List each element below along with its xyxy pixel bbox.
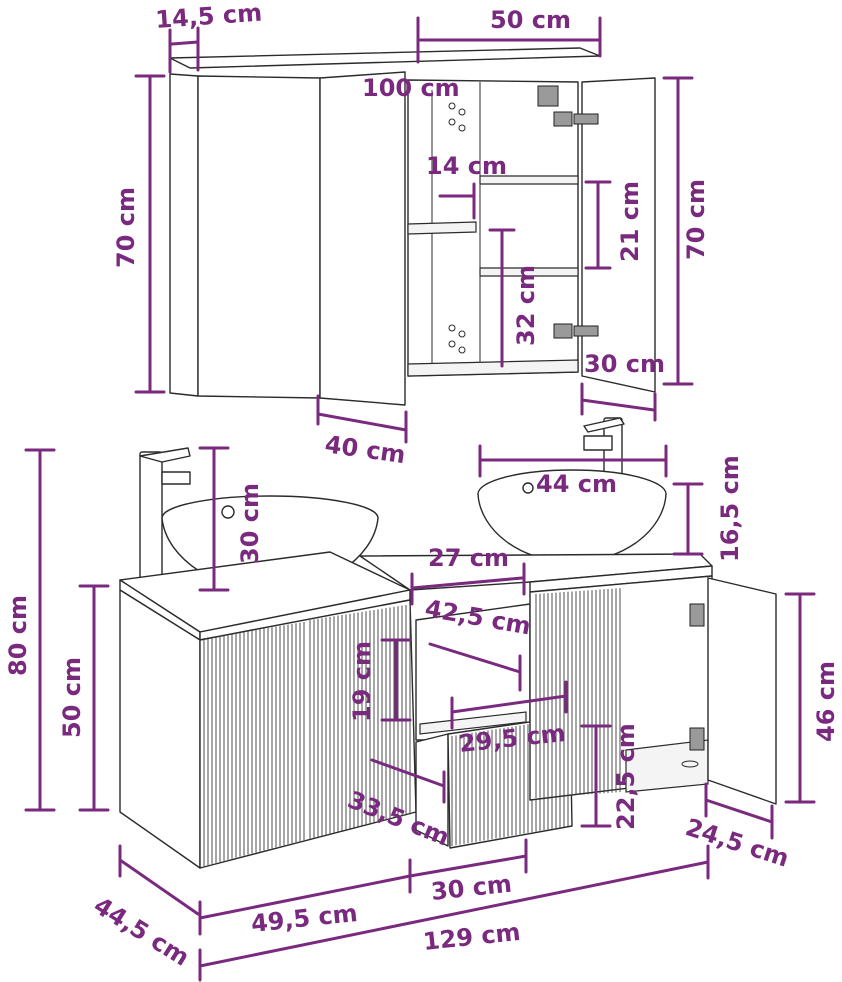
- vanity-door-open-right: [707, 577, 777, 805]
- label-left-door-depth: 40 cm: [323, 430, 407, 469]
- hinge-icon: [689, 603, 705, 751]
- mirror-door-open-left: [319, 71, 406, 406]
- label-mirror-depth: 14,5 cm: [154, 0, 263, 34]
- label-mirror-door-width: 50 cm: [490, 6, 571, 34]
- label-left-basin-height: 30 cm: [236, 483, 264, 564]
- cabinet-bottom: [407, 359, 579, 377]
- mirror-door-open-right: [581, 77, 656, 393]
- label-lower-compartment: 32 cm: [512, 265, 540, 346]
- fluted-door-right: [535, 588, 621, 798]
- label-cabinet-height: 50 cm: [58, 657, 86, 738]
- shelf-pin-holes: [448, 102, 466, 354]
- label-mirror-height-right: 70 cm: [682, 179, 710, 260]
- faucet-right: [583, 417, 625, 479]
- basin-right: [477, 469, 667, 563]
- hinge-icon: [537, 85, 599, 339]
- shelf-middle: [479, 267, 579, 277]
- dimension-lines: [24, 16, 816, 982]
- shelf-upper: [479, 175, 579, 185]
- label-mirror-height-left: 70 cm: [112, 187, 140, 268]
- label-right-basin-height: 16,5 cm: [716, 455, 744, 562]
- vanity-left-side: [119, 589, 201, 869]
- dimension-labels: 14,5 cm 50 cm 100 cm 70 cm 70 cm 14 cm 2…: [4, 0, 840, 972]
- label-total-height: 80 cm: [4, 595, 32, 676]
- fluted-door-left-2: [309, 604, 411, 840]
- faucet-left: [139, 447, 191, 585]
- label-open-height: 19 cm: [348, 641, 376, 722]
- label-right-basin-diameter: 44 cm: [536, 470, 617, 498]
- mirror-cabinet: [169, 47, 656, 406]
- fluted-door-left: [203, 622, 305, 866]
- label-total-width: 129 cm: [422, 918, 522, 956]
- mirror-door-left: [197, 75, 321, 399]
- cabinet-left-side: [169, 73, 199, 397]
- led-strip: [169, 47, 601, 69]
- label-shelf-depth: 14 cm: [426, 152, 507, 180]
- vanity-unit: [119, 551, 777, 869]
- label-middle-width: 30 cm: [430, 870, 513, 906]
- label-open-width: 27 cm: [428, 544, 509, 572]
- label-depth: 44,5 cm: [89, 891, 194, 971]
- label-drawer-height: 22,5 cm: [612, 723, 640, 830]
- label-door-width: 30 cm: [584, 350, 665, 378]
- label-mirror-total-width: 100 cm: [362, 74, 460, 102]
- label-right-height: 46 cm: [812, 661, 840, 742]
- label-shelf-spacing: 21 cm: [616, 181, 644, 262]
- shelf-left: [407, 221, 477, 235]
